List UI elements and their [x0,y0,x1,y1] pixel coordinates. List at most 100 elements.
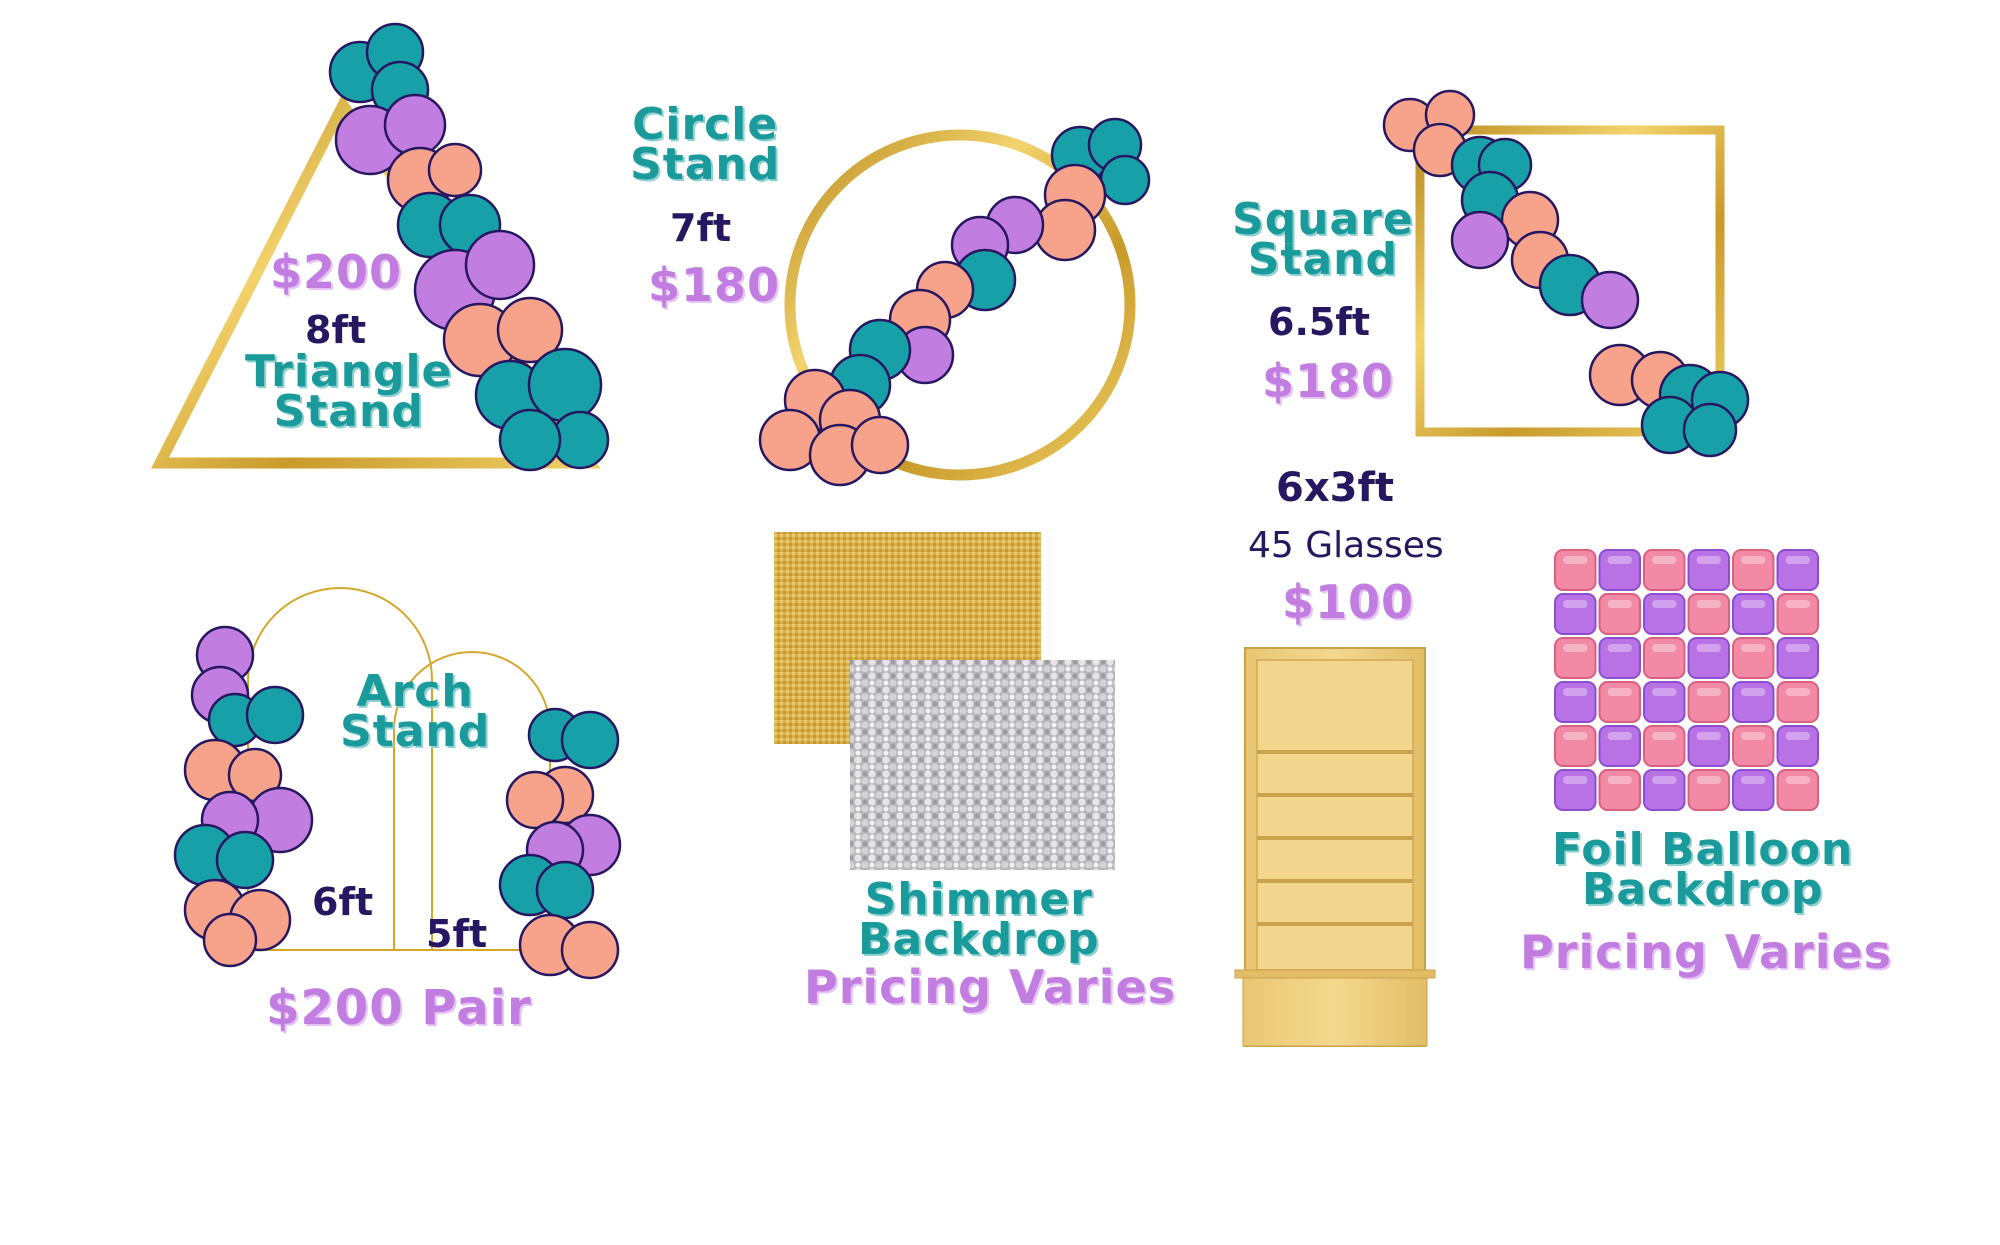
foil-balloon-highlight [1741,732,1766,740]
triangle-price: $200 [270,245,403,299]
foil-name-line1: Foil Balloon [1552,824,1854,875]
foil-balloon-highlight [1741,776,1766,784]
shimmer-name-line2: Backdrop [858,914,1100,965]
circle-balloon-stand-icon [758,117,1151,487]
foil-balloon-highlight [1652,556,1677,564]
foil-balloon-highlight [1607,644,1632,652]
foil-balloon-tile [1732,769,1775,811]
foil-balloon-tile [1732,549,1775,591]
foil-balloon-highlight [1696,556,1721,564]
triangle-title: Triangle Stand [245,346,453,437]
foil-balloon-highlight [1563,644,1588,652]
foil-balloon-highlight [1785,644,1810,652]
triangle-name-line2: Stand [273,386,424,437]
foil-balloon-tile [1554,637,1597,679]
foil-balloon-highlight [1741,556,1766,564]
foil-name-line2: Backdrop [1581,864,1824,915]
foil-balloon-tile [1554,549,1597,591]
foil-balloon-tile [1598,593,1641,635]
foil-balloon-highlight [1696,776,1721,784]
foil-balloon-highlight [1652,644,1677,652]
square-price: $180 [1262,354,1395,408]
square-title: Square Stand [1232,194,1414,285]
foil-balloon-highlight [1607,556,1632,564]
foil-balloon-tile [1687,769,1730,811]
foil-balloon-tile [1643,725,1686,767]
circle-title: Circle Stand [630,99,781,190]
foil-balloon-tile [1643,637,1686,679]
foil-balloon-highlight [1696,688,1721,696]
circle-size: 7ft [670,206,732,250]
foil-title: Foil Balloon Backdrop [1552,824,1854,915]
foil-balloon-highlight [1785,600,1810,608]
triangle-balloon-stand-icon [151,22,610,472]
foil-balloon-highlight [1741,644,1766,652]
circle-name-line2: Stand [630,139,781,190]
foil-balloon-tile [1732,637,1775,679]
foil-balloon-highlight [1652,732,1677,740]
shimmer-name-line1: Shimmer [864,874,1093,925]
foil-balloon-highlight [1607,732,1632,740]
foil-balloon-tile [1687,681,1730,723]
arch-title: Arch Stand [340,666,491,757]
arch-name-line1: Arch [356,666,474,717]
arch-price: $200 Pair [266,980,532,1036]
shimmer-title: Shimmer Backdrop [858,874,1100,965]
arch-size-tall: 6ft [312,880,374,924]
triangle-name-line1: Triangle [245,346,453,397]
arch-name-line2: Stand [340,706,491,757]
square-balloon-stand-icon [1382,89,1750,458]
shimmer-backdrop-icon [774,532,1115,870]
champagne-wall-capacity: 45 Glasses [1248,525,1444,566]
foil-balloon-tile [1643,549,1686,591]
foil-balloon-highlight [1785,732,1810,740]
foil-balloon-tile [1687,637,1730,679]
wooden-shelf-wall-icon [1234,647,1436,1047]
square-name-line1: Square [1232,194,1414,245]
foil-balloon-tile [1598,769,1641,811]
foil-balloon-highlight [1652,688,1677,696]
foil-balloon-tile [1687,593,1730,635]
foil-balloon-tile [1732,593,1775,635]
foil-balloon-tile [1598,725,1641,767]
champagne-wall-size: 6x3ft [1276,465,1394,511]
triangle-size: 8ft [305,308,367,352]
arch-balloon-stand-icon [173,587,622,980]
square-name-line2: Stand [1247,234,1398,285]
foil-balloon-tile [1554,593,1597,635]
foil-balloon-tile [1687,725,1730,767]
foil-balloon-wall-icon [1554,549,1819,811]
foil-balloon-highlight [1563,600,1588,608]
foil-balloon-tile [1687,549,1730,591]
foil-balloon-tile [1643,769,1686,811]
foil-balloon-tile [1554,681,1597,723]
foil-balloon-highlight [1563,688,1588,696]
foil-balloon-highlight [1785,776,1810,784]
foil-balloon-tile [1776,549,1819,591]
foil-balloon-tile [1598,637,1641,679]
foil-balloon-tile [1643,681,1686,723]
foil-balloon-highlight [1652,776,1677,784]
foil-balloon-highlight [1741,688,1766,696]
square-size: 6.5ft [1268,300,1371,344]
foil-balloon-tile [1732,681,1775,723]
foil-balloon-highlight [1563,732,1588,740]
circle-name-line1: Circle [632,99,779,150]
foil-balloon-highlight [1741,600,1766,608]
foil-balloon-highlight [1785,688,1810,696]
foil-balloon-highlight [1696,644,1721,652]
foil-balloon-highlight [1785,556,1810,564]
foil-balloon-tile [1732,725,1775,767]
foil-balloon-tile [1776,681,1819,723]
foil-balloon-tile [1598,681,1641,723]
foil-balloon-highlight [1563,556,1588,564]
foil-balloon-highlight [1652,600,1677,608]
foil-balloon-tile [1554,769,1597,811]
foil-balloon-tile [1643,593,1686,635]
foil-balloon-tile [1776,637,1819,679]
foil-balloon-highlight [1696,600,1721,608]
foil-price: Pricing Varies [1520,925,1893,979]
foil-balloon-tile [1776,769,1819,811]
champagne-wall-price: $100 [1282,575,1415,629]
